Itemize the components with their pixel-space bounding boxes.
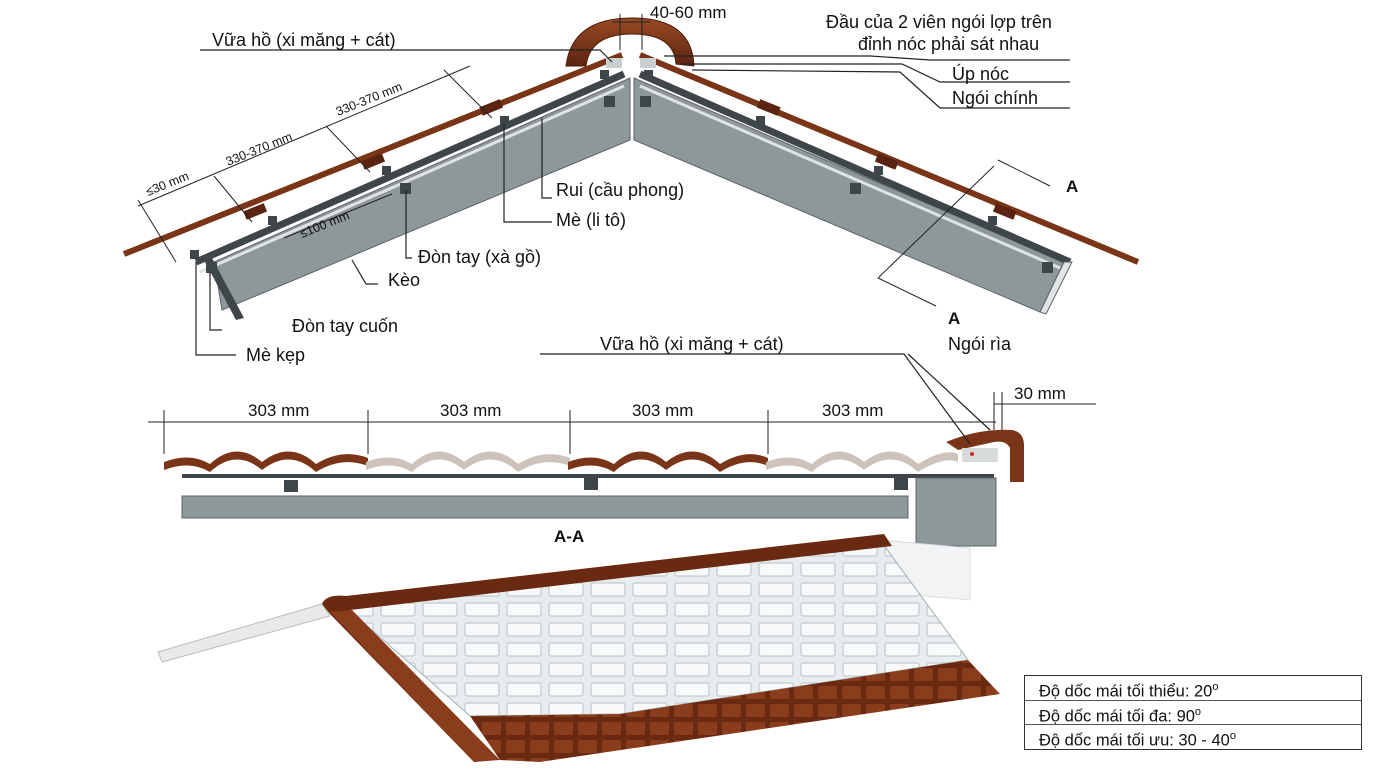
wave-tile-4 <box>766 451 958 472</box>
section-aa: 303 mm 303 mm 303 mm 303 mm 30 mm Vữa hồ… <box>148 334 1096 547</box>
dim-303-1: 303 mm <box>248 401 309 420</box>
label-verge-tile: Ngói rìa <box>948 334 1012 354</box>
roof-verge-edge <box>322 534 892 762</box>
slope-max-row: Độ dốc mái tối đa: 90o <box>1025 699 1361 725</box>
label-clamp-batten: Mè kẹp <box>246 345 305 365</box>
label-section-a-bottom: A <box>948 309 960 328</box>
dim-spacing-2: 330-370 mm <box>334 80 404 119</box>
section-title: A-A <box>554 527 584 546</box>
label-main-tile: Ngói chính <box>952 88 1038 108</box>
label-ridge-note-2: đỉnh nóc phải sát nhau <box>858 34 1039 54</box>
label-purlin: Đòn tay (xà gồ) <box>418 247 541 267</box>
rafter-right <box>638 70 1072 266</box>
verge-tile <box>946 429 1024 482</box>
label-section-a-top: A <box>1066 177 1078 196</box>
label-section-mortar: Vữa hồ (xi măng + cát) <box>600 334 784 354</box>
label-eave-purlin: Đòn tay cuốn <box>292 316 398 336</box>
slope-optimal-row: Độ dốc mái tối ưu: 30 - 40o <box>1025 724 1361 750</box>
ridge-cap <box>565 17 695 67</box>
dim-verge-offset: 30 mm <box>1014 384 1066 403</box>
brown-tile-area <box>470 660 1000 762</box>
ridge-section: Vữa hồ (xi măng + cát) 40-60 mm Đầu của … <box>122 3 1140 365</box>
roof-render <box>157 534 1000 762</box>
label-ridge-note-1: Đầu của 2 viên ngói lợp trên <box>826 12 1052 32</box>
wave-tile-2 <box>366 451 570 472</box>
dim-303-2: 303 mm <box>440 401 501 420</box>
dim-eave-overhang: ≤30 mm <box>144 169 191 199</box>
dim-303-3: 303 mm <box>632 401 693 420</box>
label-mortar: Vữa hồ (xi măng + cát) <box>212 30 396 50</box>
truss-right <box>633 77 1065 313</box>
label-rafter: Rui (cầu phong) <box>556 180 684 200</box>
slope-info-box: Độ dốc mái tối thiểu: 20o Độ dốc mái tối… <box>1024 675 1362 750</box>
rafter-left <box>194 70 626 266</box>
label-ridge-gap: 40-60 mm <box>650 3 727 22</box>
label-truss: Kèo <box>388 270 420 290</box>
tile-lips-right <box>756 99 1017 220</box>
truss-left <box>213 77 631 311</box>
slope-min-row: Độ dốc mái tối thiểu: 20o <box>1039 681 1219 701</box>
label-batten: Mè (li tô) <box>556 210 626 230</box>
section-purlin <box>181 495 909 519</box>
wave-tile-1 <box>164 451 368 472</box>
dim-303-4: 303 mm <box>822 401 883 420</box>
dim-spacing-1: 330-370 mm <box>224 130 294 169</box>
wave-tile-3 <box>568 451 768 472</box>
label-ridge-cap: Úp nóc <box>952 63 1009 84</box>
battens-right <box>640 70 1053 273</box>
main-tile-left <box>122 52 624 257</box>
